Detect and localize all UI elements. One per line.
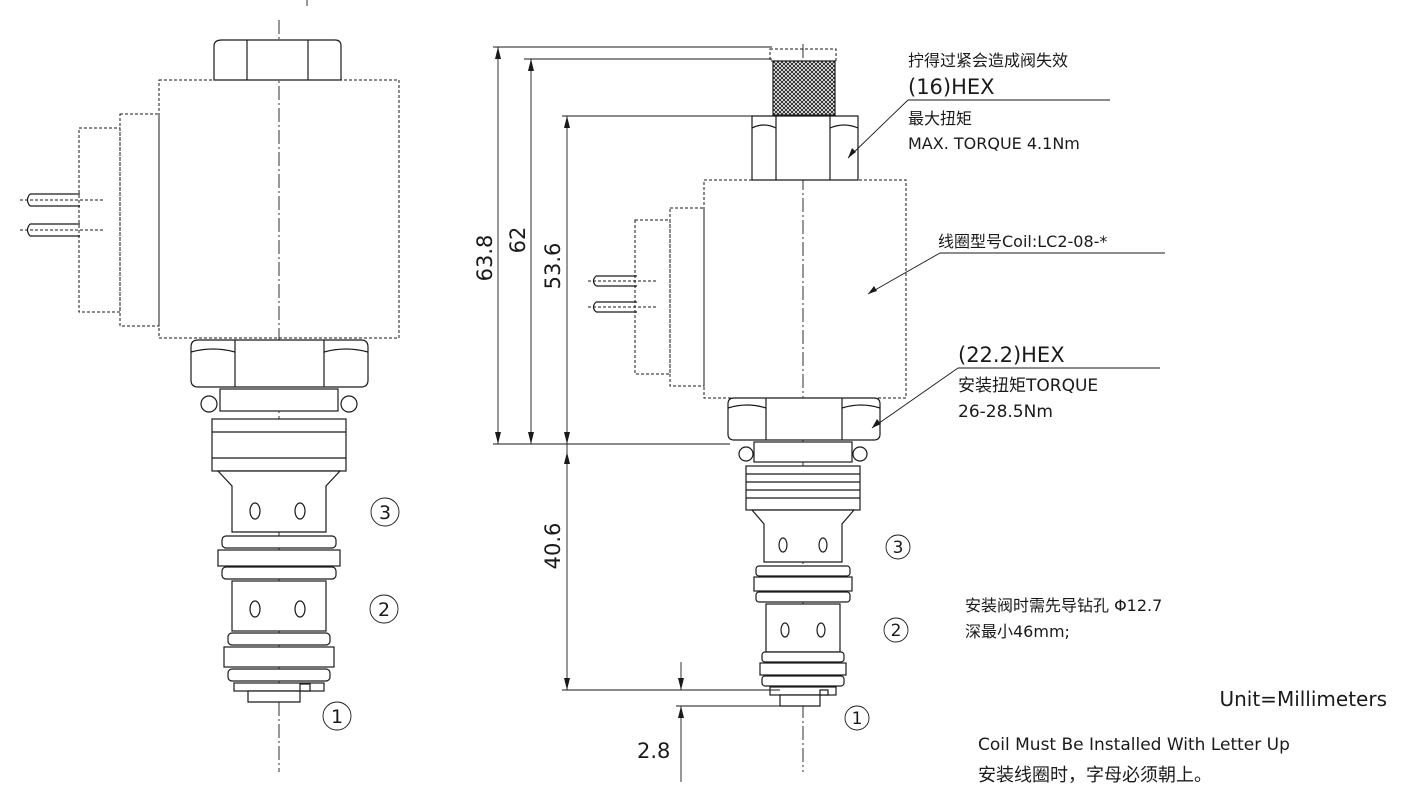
hex22-label: (22.2)HEX	[958, 343, 1065, 367]
left-top-nut	[213, 39, 342, 81]
coil-note-en: Coil Must Be Installed With Letter Up	[978, 735, 1290, 755]
port-1-left: 1	[322, 701, 352, 731]
unit-label: Unit=Millimeters	[1219, 687, 1387, 711]
overtighten-warning: 拧得过紧会造成阀失效	[908, 51, 1068, 70]
install-torque-value: 26-28.5Nm	[958, 402, 1053, 422]
port-3-left: 3	[370, 497, 400, 527]
port-3-right: 3	[885, 534, 911, 560]
dimension-lines	[493, 46, 780, 782]
svg-text:3: 3	[379, 502, 391, 524]
svg-text:1: 1	[852, 709, 863, 729]
pilot-hole-note-1: 安装阀时需先导钻孔 Φ12.7	[965, 596, 1162, 615]
dim-62: 62	[506, 227, 530, 254]
left-cartridge-body	[200, 388, 358, 703]
pilot-hole-note-2: 深最小46mm;	[965, 622, 1070, 641]
max-torque-cn: 最大扭矩	[908, 109, 972, 128]
install-torque-label: 安装扭矩TORQUE	[958, 376, 1098, 396]
dim-63-8: 63.8	[473, 235, 497, 282]
left-coil-body	[158, 79, 400, 339]
right-valve-view	[588, 44, 907, 772]
left-coil-connector	[20, 113, 160, 327]
max-torque-en: MAX. TORQUE 4.1Nm	[908, 134, 1080, 153]
hex16-label: (16)HEX	[908, 75, 995, 99]
port-2-right: 2	[883, 617, 909, 643]
right-bottom-hex	[727, 397, 881, 441]
svg-text:1: 1	[331, 706, 343, 728]
left-hex-nut	[190, 339, 369, 388]
svg-text:2: 2	[378, 599, 390, 621]
port-2-left: 2	[369, 594, 399, 624]
left-valve-view	[20, 20, 400, 772]
right-knurled-knob	[772, 60, 836, 116]
coil-note-cn: 安装线圈时，字母必须朝上。	[978, 765, 1212, 786]
dim-40-6: 40.6	[541, 523, 565, 570]
right-coil-connector	[588, 207, 705, 387]
right-top-hex	[751, 115, 859, 181]
right-cartridge-body	[738, 441, 868, 707]
svg-text:3: 3	[893, 538, 904, 558]
leader-lines	[847, 99, 1165, 429]
svg-text:2: 2	[891, 621, 902, 641]
dim-2-8: 2.8	[637, 739, 670, 763]
dim-53-6: 53.6	[541, 243, 565, 290]
coil-model-label: 线圈型号Coil:LC2-08-*	[938, 232, 1107, 251]
port-1-right: 1	[844, 705, 870, 731]
